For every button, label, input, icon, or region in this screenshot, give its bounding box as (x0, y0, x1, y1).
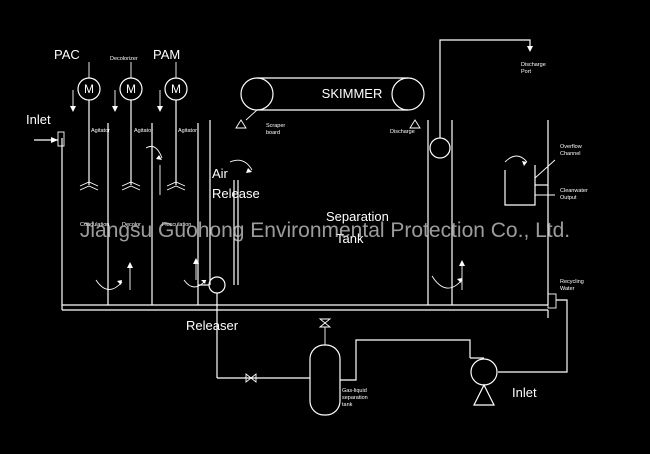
motor-pac-label: M (84, 82, 94, 96)
decolor-label: Decolor (122, 222, 141, 228)
releaser-label: Releaser (186, 318, 239, 333)
company-watermark: Jiangsu Guohong Environmental Protection… (80, 219, 570, 242)
cleanwater-output-label-2: Output (560, 195, 577, 201)
coagulation-label: Coagulation (80, 222, 109, 228)
overflow-channel (504, 159, 556, 206)
gas-liquid-label-3: tank (342, 402, 353, 408)
skimmer-label: SKIMMER (322, 86, 383, 101)
scraper-board-label-1: Scraper (266, 123, 285, 129)
dosing-chambers (107, 120, 211, 305)
recycling-piping (217, 293, 568, 383)
motor-pam: M (164, 62, 188, 191)
inlet-bottom-label: Inlet (512, 385, 537, 400)
air-release-label-1: Air (212, 166, 229, 181)
motor-pam-label: M (171, 82, 181, 96)
flow-arrows (95, 145, 528, 290)
recycling-water-label-1: Recycling (560, 279, 584, 285)
inlet-top-label: Inlet (26, 112, 51, 127)
scraper-board-label-2: board (266, 130, 280, 136)
gas-liquid-tank (309, 318, 341, 416)
motor-decolorizer-label: M (126, 82, 136, 96)
tank-outline (34, 120, 549, 318)
flocculation-label: Flocculation (162, 222, 191, 228)
cleanwater-output-label-1: Cleanwater (560, 188, 588, 194)
motor-decolorizer: M (119, 62, 143, 191)
pump (470, 357, 498, 406)
agitator-label-3: Agitator (178, 128, 197, 134)
overflow-channel-label-1: Overflow (560, 144, 582, 150)
discharge-port-label-1: Discharge (521, 62, 546, 68)
pac-label: PAC (54, 47, 80, 62)
agitator-label-2: Agitator (134, 128, 153, 134)
gas-liquid-label-2: separation (342, 395, 368, 401)
motor-pac: M (77, 62, 101, 191)
chemical-feeds (70, 90, 163, 112)
discharge-structure (427, 39, 533, 305)
air-release-riser (198, 180, 239, 378)
separation-tank-label-1: Separation (326, 209, 389, 224)
skimmer: SKIMMER (235, 77, 425, 129)
recycling-water-label-2: Water (560, 286, 575, 292)
discharge-port-label-2: Port (521, 69, 532, 75)
separation-tank-label-2: Tank (336, 231, 364, 246)
overflow-channel-label-2: Channel (560, 151, 581, 157)
gas-liquid-label-1: Gas-liquid (342, 388, 367, 394)
pam-label: PAM (153, 47, 180, 62)
air-release-label-2: Release (212, 186, 260, 201)
discharge-label: Discharge (390, 129, 415, 135)
agitator-label-1: Agitator (91, 128, 110, 134)
decolorizer-label: Decolorizer (110, 56, 138, 62)
